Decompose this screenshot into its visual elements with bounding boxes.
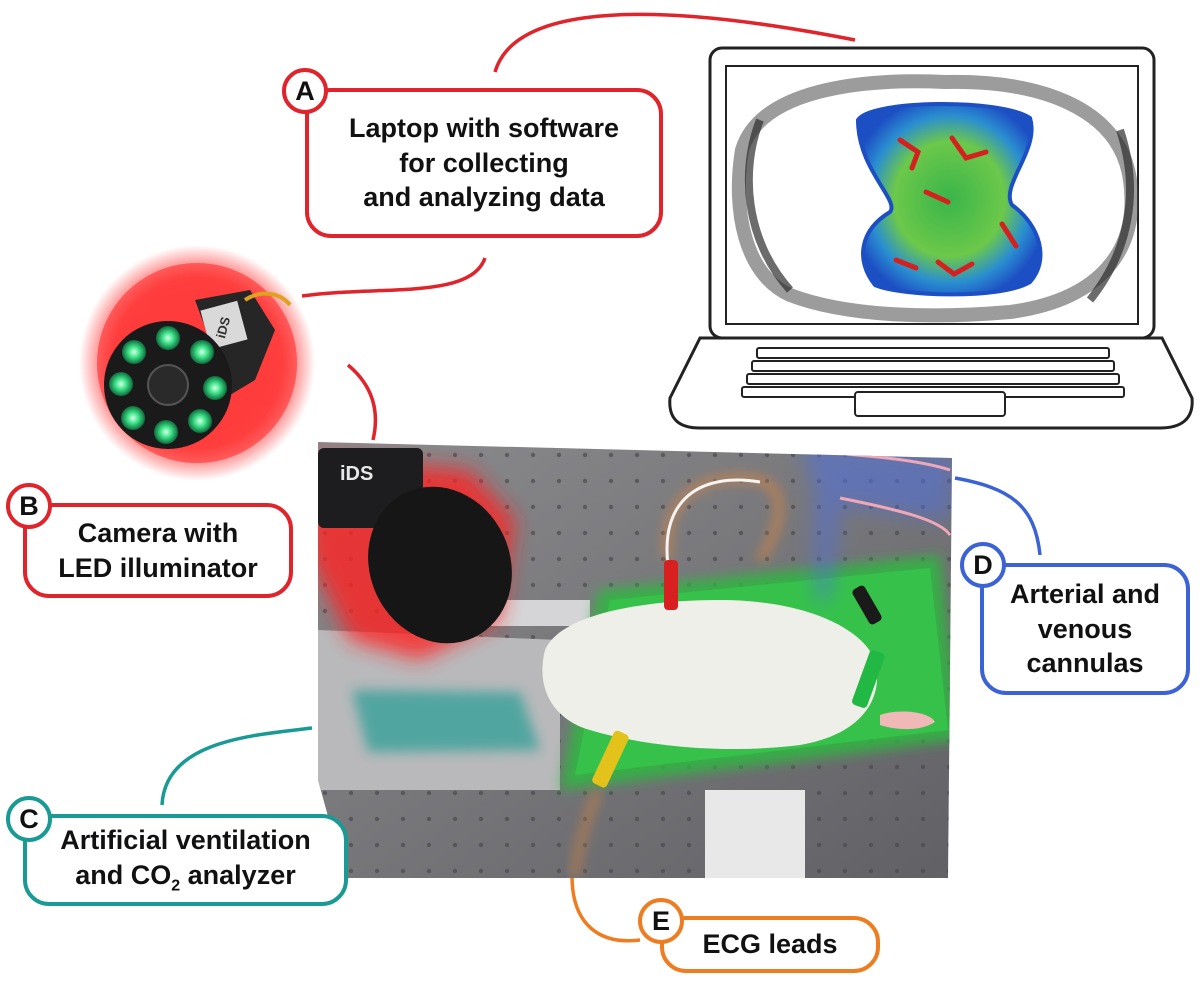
badge-a: A bbox=[282, 68, 328, 114]
label-c-line-2-post: analyzer bbox=[180, 859, 296, 890]
label-a-laptop: Laptop with software for collecting and … bbox=[305, 88, 663, 238]
connector-a-camera bbox=[301, 257, 487, 298]
ecg-cable bbox=[665, 478, 761, 566]
illuminator-housing bbox=[368, 486, 512, 644]
badge-e: E bbox=[638, 898, 684, 944]
label-d-line-1: Arterial and bbox=[1009, 579, 1161, 610]
led bbox=[156, 326, 180, 350]
led bbox=[122, 340, 146, 364]
camera-inset-cable bbox=[243, 291, 292, 307]
label-b-line-2: LED illuminator bbox=[58, 552, 258, 583]
rat-paw bbox=[880, 711, 935, 730]
label-e-ecg: ECG leads bbox=[660, 916, 880, 973]
laptop-illustration bbox=[668, 46, 1194, 430]
label-c-subscript: 2 bbox=[171, 877, 181, 895]
setup-photo: iDS bbox=[318, 442, 952, 878]
perfusion-heatmap bbox=[855, 102, 1043, 297]
badge-c: C bbox=[6, 796, 52, 842]
connector-d bbox=[954, 476, 1042, 556]
equipment-box bbox=[705, 790, 805, 878]
label-a-line-2: for collecting bbox=[399, 147, 569, 178]
label-d-line-3: cannulas bbox=[1026, 648, 1144, 679]
label-a-line-1: Laptop with software bbox=[349, 113, 619, 144]
led bbox=[109, 372, 133, 396]
badge-b: B bbox=[6, 483, 52, 529]
label-c-ventilation: Artificial ventilation and CO2 analyzer bbox=[23, 814, 348, 906]
laptop-keyboard bbox=[741, 347, 1125, 398]
label-d-cannulas: Arterial and venous cannulas bbox=[980, 563, 1190, 695]
laptop-touchpad bbox=[854, 391, 1006, 417]
label-e-line-1: ECG leads bbox=[702, 929, 838, 960]
illuminator-center bbox=[147, 364, 189, 406]
connector-c bbox=[160, 726, 313, 806]
camera-inset: iDS bbox=[79, 245, 315, 481]
badge-d: D bbox=[960, 542, 1006, 588]
camera-inset-label-plate bbox=[200, 300, 248, 350]
camera-inset-brand-text: iDS bbox=[213, 315, 233, 340]
camera-brand-text: iDS bbox=[340, 463, 373, 485]
label-b-line-1: Camera with bbox=[77, 517, 239, 548]
led bbox=[154, 420, 178, 444]
label-a-line-3: and analyzing data bbox=[363, 182, 605, 213]
led bbox=[188, 409, 212, 433]
ecg-electrode-green bbox=[852, 650, 885, 708]
connector-e bbox=[570, 875, 641, 943]
connector-b-camera bbox=[346, 363, 378, 441]
connector-a-laptop bbox=[493, 12, 856, 73]
rat-body bbox=[542, 600, 878, 750]
thorax-ribs bbox=[744, 118, 1134, 303]
led-ring bbox=[109, 326, 227, 444]
led bbox=[190, 340, 214, 364]
label-c-line-2: and CO2 analyzer bbox=[60, 858, 311, 897]
heatmap-hotspots bbox=[893, 135, 1019, 277]
ecg-electrode-yellow bbox=[592, 730, 629, 788]
label-b-camera: Camera with LED illuminator bbox=[23, 503, 293, 598]
label-c-line-2-pre: and CO bbox=[75, 859, 172, 890]
ecg-electrode-red bbox=[664, 560, 678, 610]
label-c-line-1: Artificial ventilation bbox=[60, 825, 311, 856]
ecg-electrode-black bbox=[852, 585, 882, 625]
cannula-glow bbox=[800, 442, 952, 600]
led bbox=[121, 406, 145, 430]
led bbox=[203, 376, 227, 400]
ecg-lead-yellow-cable bbox=[571, 788, 601, 878]
label-d-line-2: venous bbox=[1037, 613, 1133, 644]
ventilation-chamber bbox=[352, 690, 540, 752]
